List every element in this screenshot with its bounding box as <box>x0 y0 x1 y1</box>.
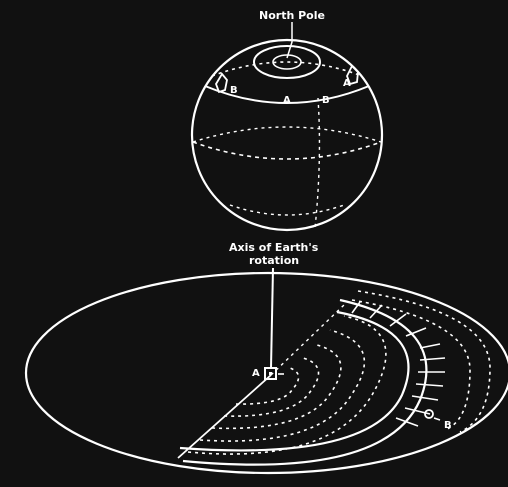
equator-back <box>193 127 381 142</box>
axis-label-line1: Axis of Earth's <box>229 241 319 254</box>
axis-label-line2: rotation <box>249 254 299 267</box>
wedge-edge-right <box>271 305 344 375</box>
arc-2 <box>200 330 364 441</box>
globe-label-a: A <box>283 95 291 106</box>
disk-marker-b-tick <box>434 418 440 420</box>
disk-label-a: A <box>252 368 260 379</box>
hatched-band-inner <box>180 312 408 450</box>
polar-ring-outer <box>254 46 320 78</box>
disk <box>26 273 508 473</box>
globe <box>192 22 382 230</box>
meridian <box>315 98 319 228</box>
latitude-lower <box>230 205 344 215</box>
globe-label-a-right: A <box>343 78 351 89</box>
disk-outline <box>26 273 508 473</box>
disk-marker-a-inner <box>269 372 272 375</box>
equator-front <box>193 142 381 159</box>
north-pole-label: North Pole <box>259 9 325 22</box>
arc-outer-1 <box>352 300 470 430</box>
hatched-band-outer <box>183 300 426 465</box>
globe-label-b-right: B <box>322 95 330 106</box>
disk-label-b: B <box>444 420 452 431</box>
globe-label-b-left: B <box>230 85 238 96</box>
rotation-axis-line <box>271 268 273 368</box>
globe-marker-left <box>216 74 227 92</box>
